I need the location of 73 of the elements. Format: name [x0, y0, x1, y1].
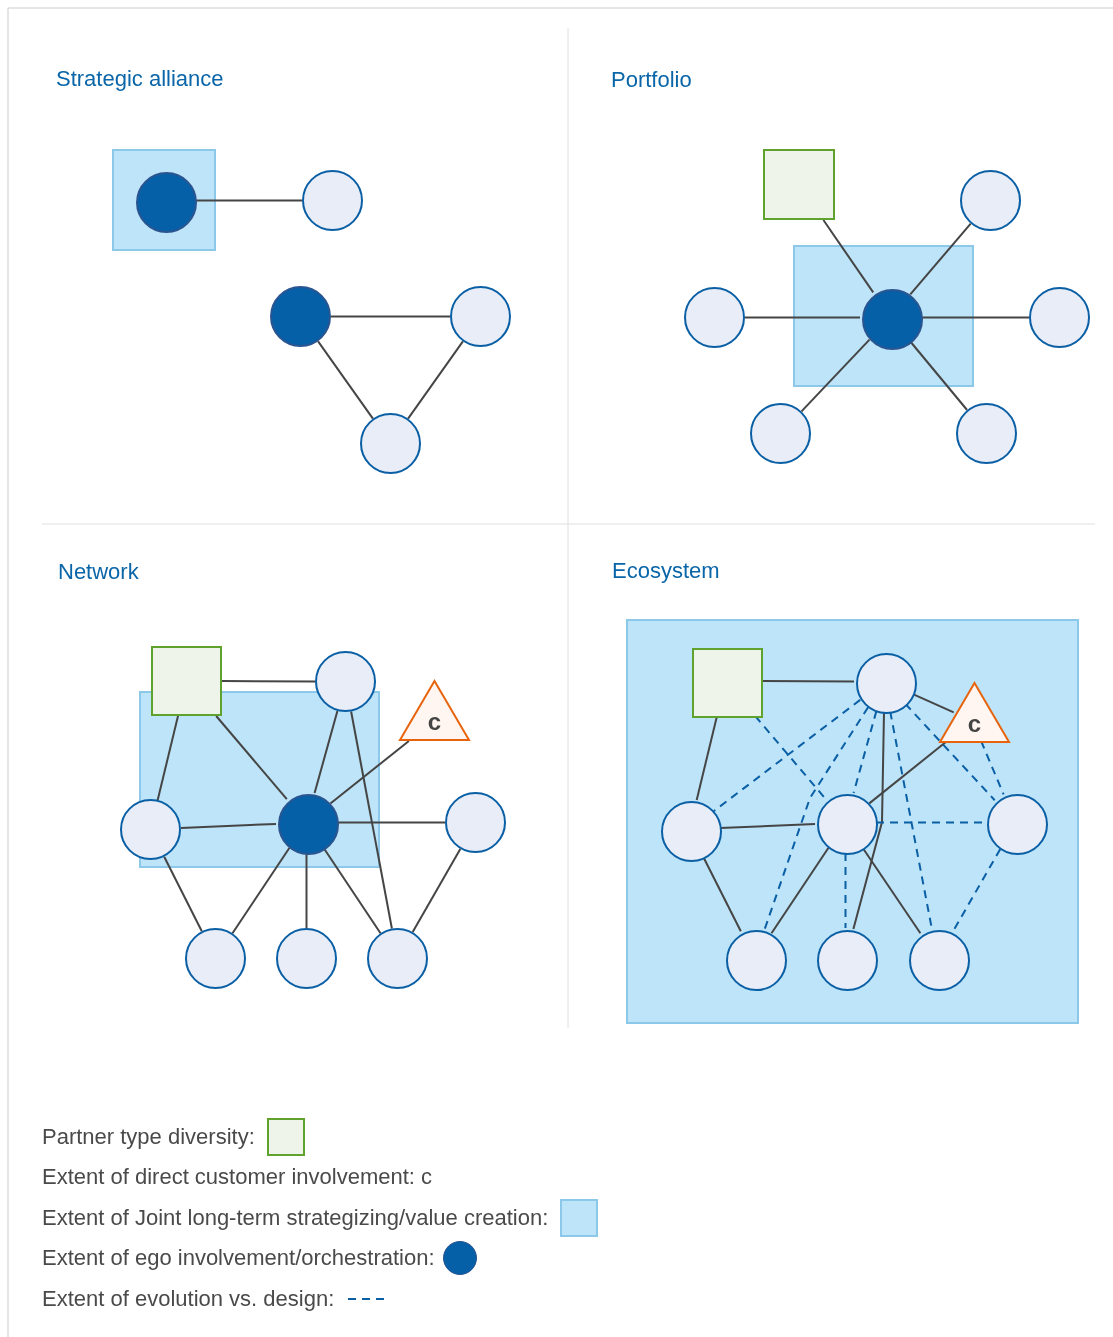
connector-line — [313, 709, 339, 795]
ego-circle — [270, 286, 331, 347]
partner-circle — [817, 930, 878, 991]
partner-circle — [360, 413, 421, 474]
node-label: c — [426, 709, 443, 735]
partner-circle — [684, 287, 745, 348]
partner-circle — [450, 286, 511, 347]
partner-circle — [909, 930, 970, 991]
connector-line — [231, 846, 291, 935]
connector-line — [909, 222, 972, 296]
partner-circle — [726, 930, 787, 991]
connector-line — [719, 822, 816, 830]
ego-circle — [862, 289, 923, 350]
shaded-area — [626, 619, 1079, 1024]
panel-title: Strategic alliance — [56, 66, 224, 92]
partner-circle — [817, 794, 878, 855]
connector-line — [317, 340, 374, 420]
connector-line — [194, 199, 303, 202]
partner-square — [763, 149, 835, 220]
connector-line — [744, 316, 861, 319]
partner-square — [692, 648, 763, 718]
connector-line — [695, 715, 718, 801]
connector-line — [407, 340, 464, 420]
dashed-connector — [712, 698, 862, 813]
partner-circle — [1029, 287, 1090, 348]
dashed-connector — [980, 740, 1005, 796]
customer-triangle — [399, 680, 470, 741]
connector-line — [868, 740, 949, 805]
partner-circle — [987, 794, 1048, 855]
connector-line — [822, 219, 875, 294]
customer-triangle — [939, 682, 1010, 743]
connector-line — [329, 740, 410, 805]
legend-text: Partner type diversity: — [42, 1124, 255, 1150]
node-label: c — [966, 711, 983, 737]
ego-circle — [278, 794, 339, 855]
connector-line — [336, 821, 446, 824]
connector-line — [305, 852, 308, 929]
partner-circle — [856, 653, 917, 714]
connector-line — [760, 680, 855, 683]
partner-circle — [445, 792, 506, 853]
legend-text: Extent of Joint long-term strategizing/value creation: — [42, 1205, 549, 1231]
shaded-area — [793, 245, 974, 387]
connector-line — [221, 680, 316, 683]
panel-title: Network — [58, 559, 139, 585]
legend-text: Extent of direct customer involvement: c — [42, 1164, 433, 1190]
connector-line — [215, 715, 288, 801]
partner-circle — [661, 801, 722, 862]
connector-line — [411, 848, 462, 933]
connector-line — [800, 338, 871, 413]
partner-circle — [276, 928, 337, 989]
dashed-connector — [763, 706, 870, 931]
partner-circle — [367, 928, 428, 989]
ego-circle — [136, 172, 197, 233]
partner-circle — [185, 928, 246, 989]
connector-line — [770, 846, 830, 935]
panel-title: Portfolio — [611, 67, 692, 93]
partner-circle — [750, 403, 811, 464]
partner-circle — [302, 170, 363, 231]
connector-line — [156, 715, 179, 801]
partner-circle — [960, 170, 1021, 231]
shaded-area — [112, 149, 216, 251]
connector-line — [920, 316, 1030, 319]
connector-line — [163, 855, 203, 933]
connector-line — [350, 710, 393, 930]
dashed-connector — [844, 852, 847, 929]
connector-line — [852, 711, 885, 930]
panel-title: Ecosystem — [612, 558, 720, 584]
partner-circle — [956, 403, 1017, 464]
partner-square — [151, 646, 222, 716]
connector-line — [330, 315, 451, 318]
legend-text: Extent of evolution vs. design: — [42, 1286, 335, 1312]
connector-line — [180, 822, 277, 830]
legend-text: Extent of ego involvement/orchestration: — [42, 1245, 435, 1271]
